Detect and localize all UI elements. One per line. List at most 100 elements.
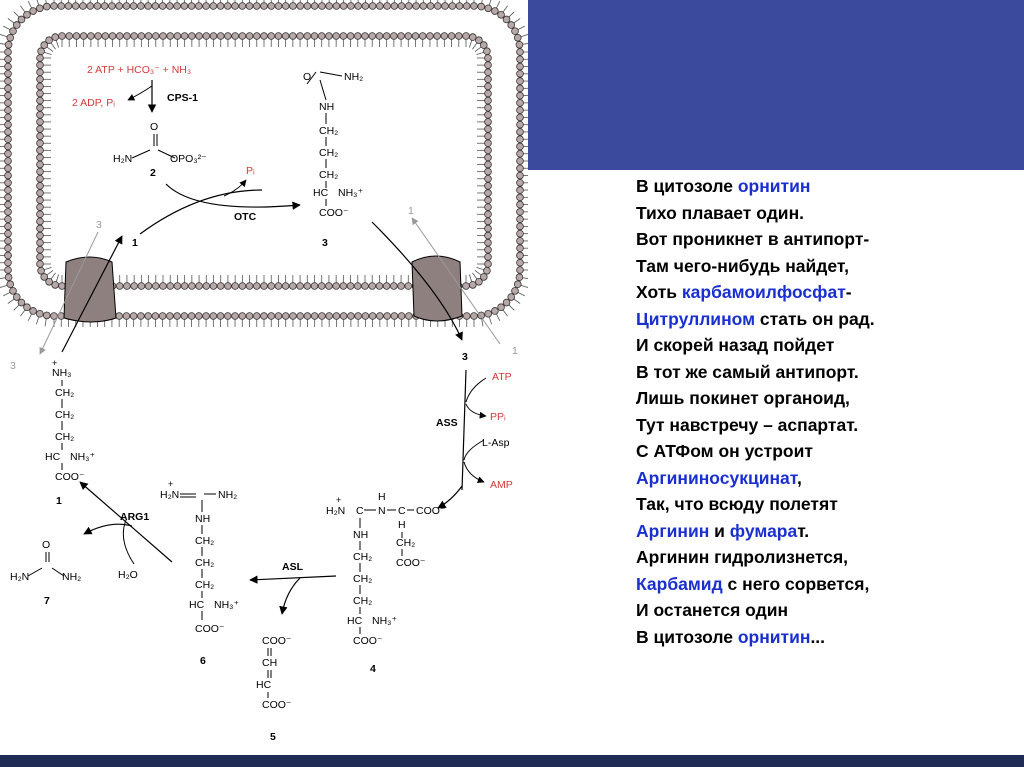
- poem-text: В тот же самый антипорт.: [636, 361, 859, 382]
- label-2: 2: [150, 167, 156, 179]
- label-5: 5: [270, 731, 276, 743]
- c3-nh: NH: [319, 101, 334, 113]
- c4-c: C: [356, 505, 364, 517]
- atp-label: ATP: [492, 371, 512, 383]
- poem-text: Так, что всюду полетят: [636, 494, 838, 514]
- c1-ch2-a: CH₂: [55, 387, 74, 399]
- poem-text: В цитозоле: [636, 176, 738, 196]
- c4-ch2-c: CH₂: [353, 595, 372, 607]
- c4-c2: C: [398, 505, 406, 517]
- adp-label: 2 ADP, Pᵢ: [72, 97, 115, 109]
- poem-text: Аргинин гидролизнется,: [636, 547, 849, 567]
- poem-line: С АТФом он устроит: [636, 438, 1016, 465]
- poem-text: т.: [797, 520, 810, 541]
- c6-h2n: H₂N: [160, 489, 179, 501]
- c6-nh: NH: [195, 513, 210, 525]
- c6-coo: COO⁻: [195, 623, 225, 635]
- poem-highlight: орнитин: [737, 176, 811, 196]
- c7-h2n: H₂N: [10, 571, 29, 583]
- h2o-label: H₂O: [118, 569, 138, 581]
- c1-coo: COO⁻: [55, 471, 85, 483]
- adp-arrow: [127, 85, 153, 101]
- reaction-top: 2 ATP + HCO₃⁻ + NH₃: [87, 64, 191, 76]
- c1-nh3b: NH₃⁺: [70, 451, 95, 463]
- poem-line: В цитозоле орнитин...: [636, 624, 1016, 651]
- label-4: 4: [370, 663, 376, 675]
- poem-line: Карбамид с него сорвется,: [636, 571, 1016, 598]
- poem-text: Лишь покинет органоид,: [636, 388, 850, 408]
- poem-line: Хоть карбамоилфосфат-: [636, 279, 1016, 306]
- poem-text: Тут навстречу – аспартат.: [636, 414, 859, 435]
- poem-text: И останется один: [636, 600, 789, 620]
- c6-ch2-c: CH₂: [195, 579, 214, 591]
- poem-text: С АТФом он устроит: [636, 441, 813, 461]
- c4-nh3: NH₃⁺: [372, 615, 397, 627]
- c5-coo-b: COO⁻: [262, 699, 292, 711]
- asp-label: L-Asp: [482, 437, 510, 449]
- bottom-bar: [0, 755, 1024, 767]
- poem-highlight: орнитин: [737, 626, 811, 647]
- poem-line: Аргинин и фумарат.: [636, 518, 1016, 545]
- c6-plus: +: [168, 479, 173, 489]
- ppi-label: PPᵢ: [490, 411, 506, 423]
- c4-nh: NH: [353, 529, 368, 541]
- poem-highlight: карбамоилфосфат: [681, 282, 846, 302]
- c4-hc: HC: [347, 615, 363, 627]
- otc-arrow-1: [165, 183, 301, 210]
- c5-ch: CH: [262, 657, 277, 669]
- c3-coo: COO⁻: [319, 207, 349, 219]
- poem-line: В цитозоле орнитин: [636, 173, 1016, 200]
- c1-ch2-c: CH₂: [55, 431, 74, 443]
- c4-ch2-b: CH₂: [353, 573, 372, 585]
- c4-coo-a: COO⁻: [416, 505, 446, 517]
- poem-line: Лишь покинет органоид,: [636, 385, 1016, 412]
- c3-nh2: NH₂: [344, 71, 363, 83]
- pi-arrow: [223, 179, 247, 197]
- c4-ch2-side: CH₂: [396, 537, 415, 549]
- ass-arrow: [461, 369, 467, 491]
- poem-line: Вот проникнет в антипорт-: [636, 226, 1016, 253]
- asl-label: ASL: [282, 561, 304, 573]
- ornithine-in-arrow: [61, 235, 123, 353]
- c2-h2n: H₂N: [113, 153, 132, 165]
- c6-nh2: NH₂: [218, 489, 237, 501]
- poem-text: Тихо плавает один.: [636, 202, 805, 223]
- header-block: [528, 0, 1024, 170]
- c7-nh2: NH₂: [62, 571, 81, 583]
- right-antiporter: [411, 255, 463, 322]
- c4-coo-b: COO⁻: [396, 557, 426, 569]
- amp-label: AMP: [490, 479, 513, 491]
- label-1-bottom: 1: [56, 495, 62, 507]
- arg1-arrow: [79, 481, 173, 563]
- c3-hc: HC: [313, 187, 329, 199]
- c4-h-top: H: [378, 491, 386, 503]
- poem-line: Так, что всюду полетят: [636, 491, 1016, 518]
- c4-h2n: H₂N: [326, 505, 345, 517]
- urea-cycle-diagram: 2 ATP + HCO₃⁻ + NH₃ 2 ADP, Pᵢ CPS-1 O H₂…: [0, 0, 528, 743]
- poem-line: Тихо плавает один.: [636, 200, 1016, 227]
- ass-label: ASS: [436, 417, 458, 429]
- c1-ch2-b: CH₂: [55, 409, 74, 421]
- poem-text: стать он рад.: [755, 308, 875, 329]
- arg1-label: ARG1: [120, 511, 149, 523]
- c5-coo-a: COO⁻: [262, 635, 292, 647]
- c4-plus: +: [336, 495, 341, 505]
- c7-o: O: [42, 539, 50, 551]
- label-3-top: 3: [322, 237, 328, 249]
- c3-nh3: NH₃⁺: [338, 187, 363, 199]
- c5-hc: HC: [256, 679, 272, 691]
- poem-highlight: фумара: [729, 520, 798, 541]
- otc-arrow-2: [139, 189, 263, 235]
- label-3-gray-left: 3: [96, 219, 102, 231]
- poem-line: И останется один: [636, 597, 1016, 624]
- c2-o: O: [150, 121, 158, 133]
- poem-line: Аргинин гидролизнется,: [636, 544, 1016, 571]
- pi-label: Pᵢ: [246, 165, 255, 177]
- c2-opo3: OPO₃²⁻: [170, 153, 207, 165]
- c1-hc: HC: [45, 451, 61, 463]
- poem-line: В тот же самый антипорт.: [636, 359, 1016, 386]
- label-1-top: 1: [132, 237, 138, 249]
- c4-ch2-a: CH₂: [353, 551, 372, 563]
- c3-ch2-b: CH₂: [319, 147, 338, 159]
